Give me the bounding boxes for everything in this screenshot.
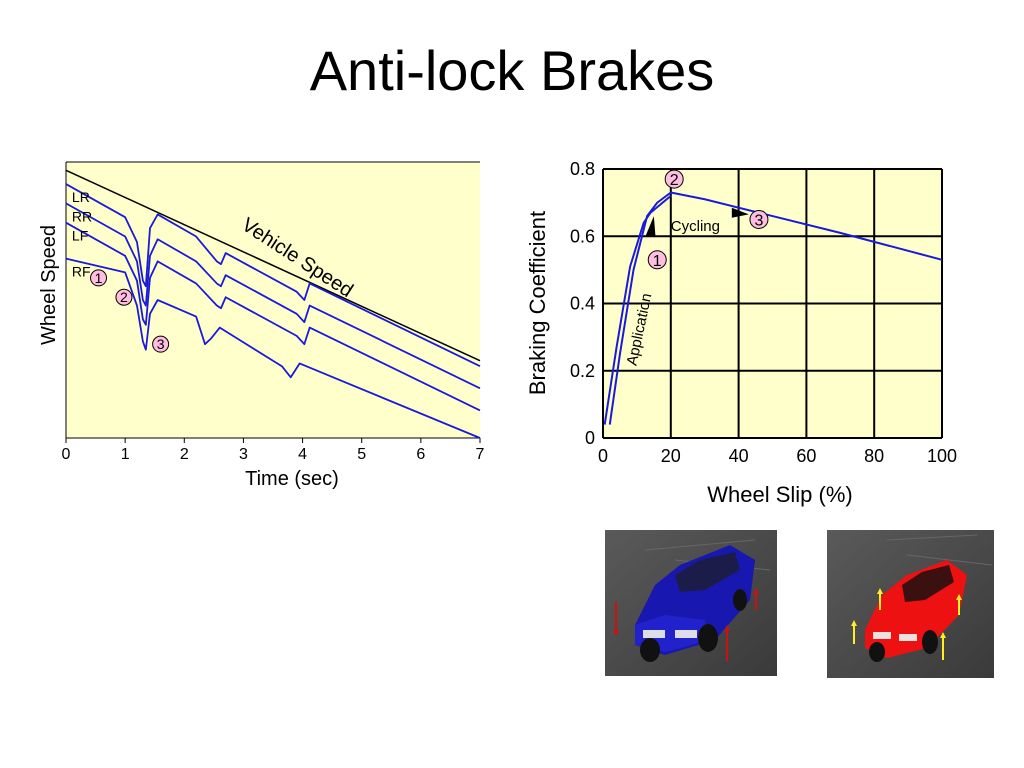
wheel-speed-x-tick-label: 3 — [239, 446, 248, 463]
series-label-rr: RR — [72, 208, 92, 224]
yellow-arrow-icon — [851, 620, 857, 644]
braking-x-tick-label: 0 — [598, 446, 608, 466]
series-label-lr: LR — [72, 189, 90, 205]
wheel-speed-x-tick-label: 7 — [476, 446, 485, 463]
braking-curve-1 — [608, 191, 943, 425]
wheel-speed-line-rr — [65, 202, 481, 390]
red-car-photo — [827, 530, 994, 678]
slide-title: Anti-lock Brakes — [309, 39, 715, 102]
braking-y-tick-label: 0.8 — [570, 159, 595, 179]
wheel-speed-line-lf — [65, 221, 481, 412]
braking-y-axis-label: Braking Coefficient — [525, 211, 550, 395]
blue-car-icon — [605, 530, 777, 676]
braking-y-tick-label: 0.2 — [570, 361, 595, 381]
marker-label-2: 2 — [670, 172, 679, 189]
wheel-speed-y-axis-label: Wheel Speed — [38, 225, 60, 345]
marker-circle-3 — [152, 335, 170, 353]
vehicle-speed-line — [65, 169, 481, 362]
marker-circle-1 — [90, 269, 108, 287]
application-arrow-icon — [645, 216, 656, 237]
marker-label-3: 3 — [157, 336, 165, 352]
wheel-speed-line-rf — [65, 257, 481, 439]
marker-label-2: 2 — [120, 289, 128, 305]
series-label-rf: RF — [72, 264, 91, 280]
braking-y-tick-label: 0.6 — [570, 226, 595, 246]
cycling-arrow-icon — [731, 207, 749, 218]
wheel-speed-chart: 0 1 2 3 4 5 6 7 LR RR LF RF 1 2 3 Time (sec) Wheel S… — [38, 161, 485, 490]
braking-x-tick-label: 40 — [729, 446, 749, 466]
red-car-icon — [827, 530, 994, 678]
marker-circle-3 — [749, 209, 769, 229]
red-arrow-icon — [613, 602, 619, 636]
braking-y-tick-label: 0 — [585, 428, 595, 448]
braking-x-tick-label: 100 — [927, 446, 957, 466]
wheel-speed-x-tick-label: 4 — [298, 446, 307, 463]
marker-label-1: 1 — [95, 270, 103, 286]
wheel-speed-x-tick-label: 5 — [357, 446, 366, 463]
marker-circle-2 — [664, 169, 684, 189]
braking-x-tick-label: 80 — [864, 446, 884, 466]
braking-x-axis-label: Wheel Slip (%) — [707, 482, 852, 507]
braking-x-tick-label: 60 — [796, 446, 816, 466]
marker-circle-1 — [647, 250, 667, 270]
wheel-speed-x-tick-label: 6 — [416, 446, 425, 463]
braking-curve-2 — [603, 195, 672, 425]
wheel-speed-x-tick-label: 2 — [180, 446, 189, 463]
blue-car-photo — [605, 530, 777, 676]
wheel-speed-line-lr — [65, 183, 481, 368]
marker-label-1: 1 — [653, 253, 662, 270]
marker-circle-2 — [115, 288, 133, 306]
marker-label-3: 3 — [754, 212, 763, 229]
series-label-lf: LF — [72, 228, 88, 244]
braking-y-tick-label: 0.4 — [570, 294, 595, 314]
cycling-annotation: Cycling — [671, 218, 720, 235]
wheel-speed-x-tick-label: 0 — [62, 446, 71, 463]
braking-x-tick-label: 20 — [661, 446, 681, 466]
wheel-speed-x-tick-label: 1 — [121, 446, 130, 463]
wheel-speed-x-axis-label: Time (sec) — [245, 468, 339, 490]
